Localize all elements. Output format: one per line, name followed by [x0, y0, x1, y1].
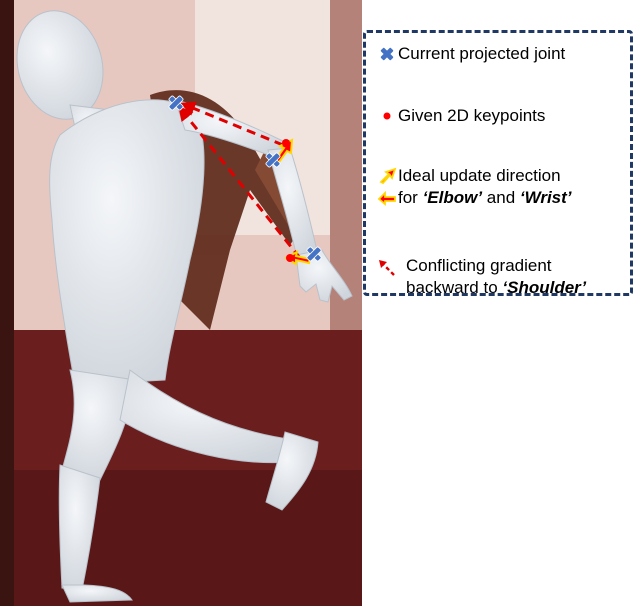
left-dark-edge	[0, 0, 14, 606]
legend-wrist-text: ‘Wrist’	[520, 188, 572, 207]
legend-current-joint-label: Current projected joint	[398, 43, 565, 65]
yellow-outlined-red-arrow-left-icon	[376, 187, 398, 209]
legend-for-text: for	[398, 188, 423, 207]
wrist-keypoint	[286, 254, 294, 262]
pose-scene	[0, 0, 362, 606]
legend-row-conflicting: Conflicting gradient backward to ‘Should…	[376, 255, 586, 299]
legend-row-current-joint: Current projected joint	[376, 43, 565, 65]
legend-ideal-update-line1: Ideal update direction	[398, 165, 561, 187]
legend-box: Current projected joint Given 2D keypoin…	[363, 30, 633, 296]
legend-keypoints-label: Given 2D keypoints	[398, 105, 545, 127]
yellow-outlined-red-arrow-icon	[376, 165, 398, 187]
floor-foreground	[0, 470, 362, 606]
red-dot-icon	[376, 105, 398, 127]
elbow-keypoint	[282, 139, 290, 147]
legend-backward-text: backward to	[406, 278, 502, 297]
dashed-red-arrow-icon	[376, 257, 398, 279]
legend-row-ideal-update: Ideal update direction for ‘Elbow’ and ‘…	[376, 165, 572, 209]
legend-ideal-update-line2: for ‘Elbow’ and ‘Wrist’	[398, 187, 572, 209]
x-cross-marker-icon	[376, 43, 398, 65]
legend-and-text: and	[482, 188, 520, 207]
legend-conflicting-line1: Conflicting gradient	[406, 255, 586, 277]
legend-row-keypoints: Given 2D keypoints	[376, 105, 545, 127]
legend-elbow-text: ‘Elbow’	[423, 188, 483, 207]
legend-shoulder-text: ‘Shoulder’	[502, 278, 586, 297]
legend-conflicting-line2: backward to ‘Shoulder’	[406, 277, 586, 299]
